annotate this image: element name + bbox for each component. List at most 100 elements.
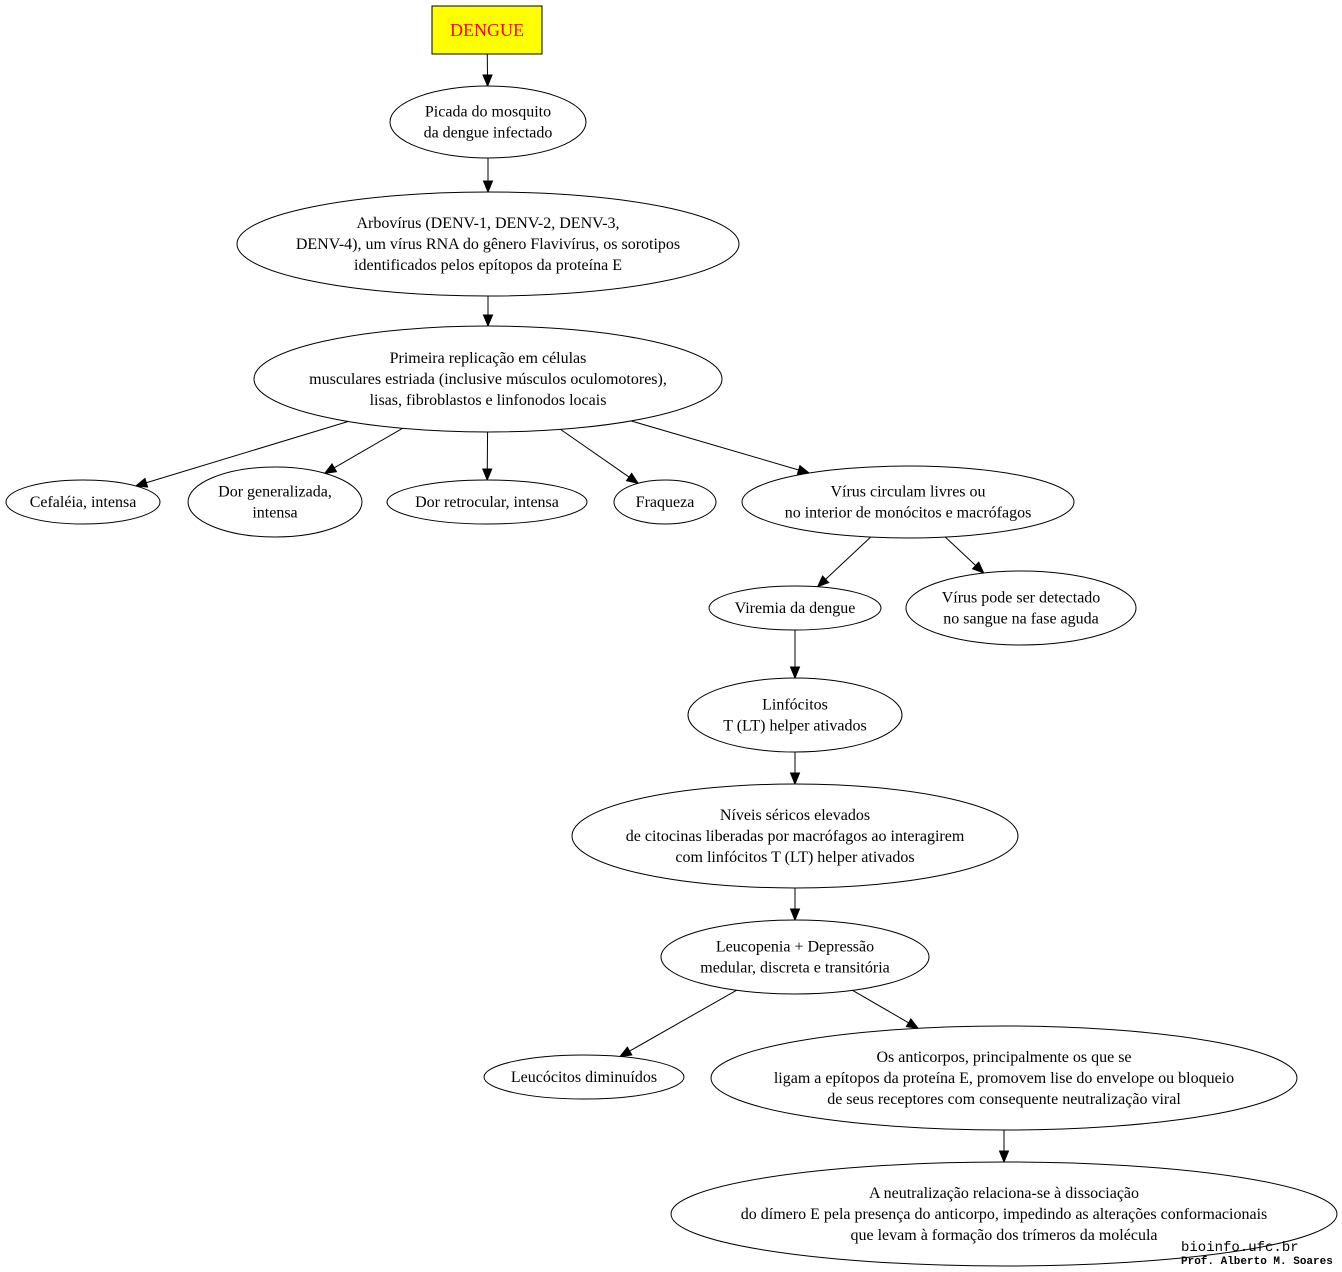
node-label-line: ligam a epítopos da proteína E, promovem… — [774, 1070, 1234, 1087]
node-ellipse — [187, 466, 363, 538]
edge-niveis-to-leucopenia — [789, 888, 801, 922]
node-label-line: Viremia da dengue — [735, 600, 856, 617]
node-label-line: Cefaléia, intensa — [30, 494, 137, 511]
node-viremia: Viremia da dengue — [708, 585, 882, 631]
edge-linfocitos-to-niveis — [789, 752, 801, 786]
node-ellipse — [660, 919, 930, 995]
node-label-line: de citocinas liberadas por macrófagos ao… — [626, 828, 965, 845]
node-label-line: Leucopenia + Depressão — [716, 939, 874, 956]
node-label-line: da dengue infectado — [424, 125, 553, 142]
node-ellipse — [613, 479, 717, 525]
node-label-line: DENV-4), um vírus RNA do gênero Flavivír… — [296, 236, 680, 253]
node-label-line: Fraqueza — [636, 494, 695, 511]
node-virus-circulam: Vírus circulam livres ou no interior de m… — [741, 465, 1075, 539]
node-label-line: intensa — [252, 505, 297, 522]
edge-line — [146, 421, 349, 484]
edge-replicacao-to-cefaleia — [134, 421, 349, 488]
node-ellipse — [253, 325, 723, 433]
node-label-line: que levam à formação dos trímeros da mol… — [851, 1227, 1158, 1244]
arrowhead — [905, 1017, 920, 1029]
node-ellipse — [905, 570, 1137, 646]
credits: bioinfo.ufc.br Prof. Alberto M. Soares — [1181, 1240, 1333, 1268]
node-ellipse — [5, 479, 161, 525]
edge-line — [560, 428, 630, 478]
arrowhead — [482, 180, 494, 194]
node-label-line: no interior de monócitos e macrófagos — [785, 505, 1032, 522]
arrowhead — [971, 561, 985, 574]
edge-line — [852, 989, 909, 1024]
credit-author: Prof. Alberto M. Soares — [1181, 1256, 1333, 1268]
nodes-layer: DENGUE Picada do mosquito da dengue infect… — [5, 5, 1338, 1267]
edge-replicacao-to-dor-generalizada — [323, 427, 403, 474]
node-leucopenia: Leucopenia + Depressão medular, discreta … — [660, 919, 930, 995]
node-label-line: Arbovírus (DENV-1, DENV-2, DENV-3, — [356, 215, 619, 232]
edge-virus-circulam-to-virus-detectado — [945, 536, 985, 574]
arrowhead — [323, 462, 338, 474]
arrowhead — [789, 772, 801, 786]
node-label-line: Níveis séricos elevados — [720, 807, 870, 824]
node-label-line: com linfócitos T (LT) helper ativados — [675, 849, 914, 866]
arrowhead — [998, 1150, 1010, 1164]
arrowhead — [134, 477, 149, 488]
node-replicacao: Primeira replicação em célulasmusculares… — [253, 325, 723, 433]
root-label: DENGUE — [450, 20, 524, 40]
node-cefaleia: Cefaléia, intensa — [5, 479, 161, 525]
edge-replicacao-to-dor-retrocular — [482, 431, 493, 482]
edges-layer — [134, 53, 1010, 1164]
edge-line — [945, 536, 977, 566]
node-ellipse — [389, 85, 587, 159]
node-picada: Picada do mosquito da dengue infectado — [389, 85, 587, 159]
edge-line — [629, 989, 737, 1052]
edge-line — [334, 427, 403, 469]
arrowhead — [789, 666, 801, 680]
arrowhead — [789, 908, 801, 922]
node-ellipse — [483, 1054, 685, 1100]
node-label-line: Os anticorpos, principalmente os que se — [876, 1049, 1131, 1066]
node-dor-retrocular: Dor retrocular, intensa — [386, 479, 588, 525]
edge-root-to-picada — [482, 53, 493, 88]
edge-leucopenia-to-anticorpos — [852, 989, 920, 1029]
arrowhead — [816, 575, 830, 588]
edge-line — [631, 420, 799, 471]
root-box — [431, 5, 543, 55]
node-neutralizacao: A neutralização relaciona-se à dissociaç… — [670, 1161, 1338, 1267]
node-niveis: Níveis séricos elevados de citocinas libe… — [571, 783, 1019, 889]
node-ellipse — [670, 1161, 1338, 1267]
node-label-line: medular, discreta e transitória — [700, 960, 890, 977]
node-label-line: identificados pelos epítopos da proteína… — [354, 257, 622, 274]
node-ellipse — [687, 677, 903, 753]
node-ellipse — [571, 783, 1019, 889]
edge-anticorpos-to-neutralizacao — [998, 1130, 1010, 1164]
edge-line — [825, 536, 871, 580]
node-label-line: Linfócitos — [762, 697, 828, 714]
node-root: DENGUE — [431, 5, 543, 55]
edge-picada-to-arbovirus — [482, 158, 494, 194]
arrowhead — [618, 1046, 633, 1058]
node-ellipse — [236, 191, 740, 297]
edge-viremia-to-linfocitos — [789, 630, 801, 680]
node-ellipse — [710, 1025, 1298, 1131]
node-label-line: Vírus pode ser detectado — [942, 590, 1101, 607]
edge-arbovirus-to-replicacao — [482, 296, 494, 328]
node-label-line: Dor generalizada, — [218, 484, 332, 501]
node-label-line: T (LT) helper ativados — [723, 718, 867, 735]
node-label-line: do dímero E pela presença do anticorpo, … — [741, 1206, 1267, 1223]
node-anticorpos: Os anticorpos, principalmente os que se l… — [710, 1025, 1298, 1131]
edge-virus-circulam-to-viremia — [816, 536, 871, 588]
node-dor-generalizada: Dor generalizada, intensa — [187, 466, 363, 538]
node-label-line: A neutralização relaciona-se à dissociaç… — [869, 1185, 1139, 1202]
node-label-line: Dor retrocular, intensa — [415, 494, 559, 511]
node-label-line: Picada do mosquito — [425, 104, 551, 121]
edge-replicacao-to-virus-circulam — [631, 420, 811, 475]
node-label-line: Leucócitos diminuídos — [511, 1069, 657, 1086]
node-label-line: lisas, fibroblastos e linfonodos locais — [370, 392, 607, 409]
node-ellipse — [708, 585, 882, 631]
node-arbovirus: Arbovírus (DENV-1, DENV-2, DENV-3, DENV-4… — [236, 191, 740, 297]
arrowhead — [482, 74, 493, 88]
node-label-line: Primeira replicação em células — [390, 350, 587, 367]
node-ellipse — [741, 465, 1075, 539]
node-label-line: Vírus circulam livres ou — [830, 484, 985, 501]
arrowhead — [625, 472, 640, 485]
